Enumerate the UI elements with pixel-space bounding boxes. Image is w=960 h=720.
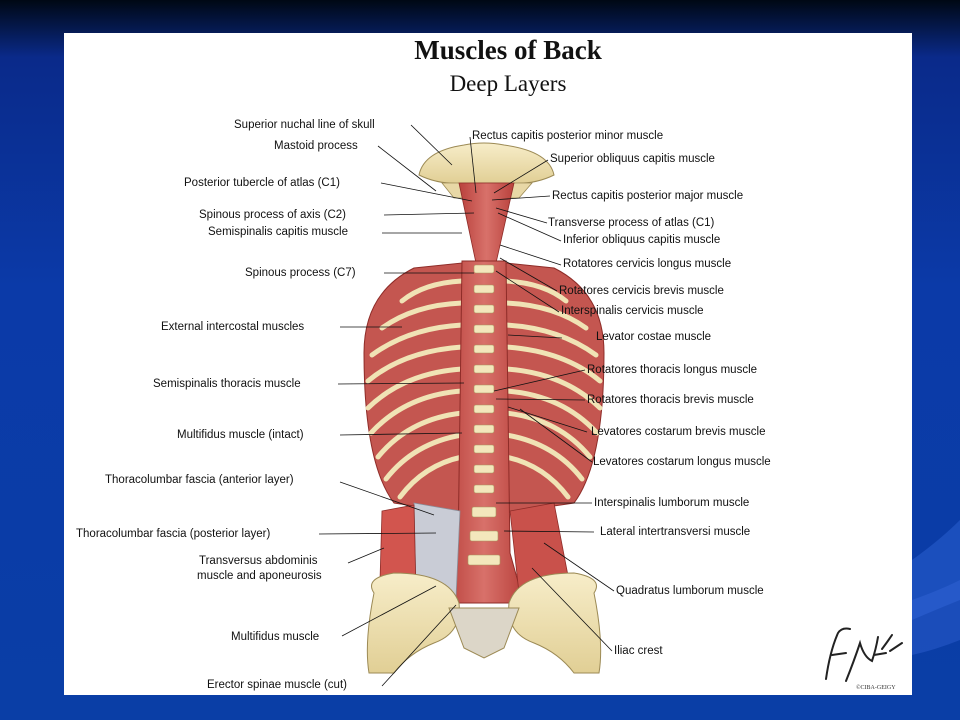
label-quadratus-lumborum: Quadratus lumborum muscle [616, 585, 764, 597]
label-levator-costae: Levator costae muscle [596, 331, 712, 343]
label-posterior-tubercle-atlas: Posterior tubercle of atlas (C1) [184, 177, 340, 189]
label-rotatores-cervicis-brevis: Rotatores cervicis brevis muscle [559, 285, 724, 297]
label-erector-spinae: Erector spinae muscle (cut) [207, 679, 347, 691]
label-interspinalis-lumborum: Interspinalis lumborum muscle [594, 497, 750, 509]
label-interspinalis-cervicis: Interspinalis cervicis muscle [561, 305, 704, 317]
label-levatores-costarum-brevis: Levatores costarum brevis muscle [591, 426, 766, 438]
label-rectus-capitis-minor: Rectus capitis posterior minor muscle [472, 130, 664, 142]
label-multifidus: Multifidus muscle [231, 631, 320, 643]
label-transversus-abdominis-line2: muscle and aponeurosis [197, 570, 322, 582]
label-semispinalis-capitis: Semispinalis capitis muscle [208, 226, 348, 238]
label-iliac-crest: Iliac crest [614, 645, 663, 657]
label-inferior-obliquus: Inferior obliquus capitis muscle [563, 234, 721, 246]
signature-copyright: ©CIBA-GEIGY [856, 684, 896, 691]
pelvis [366, 572, 602, 674]
ribcage [363, 262, 605, 514]
illustration-panel: Muscles of Back Deep Layers [64, 33, 912, 695]
netter-signature: ©CIBA-GEIGY [825, 627, 903, 691]
slide-title: Muscles of Back [414, 35, 602, 65]
neck-muscles [458, 182, 515, 264]
label-mastoid-process: Mastoid process [274, 140, 358, 152]
label-multifidus-intact: Multifidus muscle (intact) [177, 429, 304, 441]
label-spinous-process-c7: Spinous process (C7) [245, 267, 356, 279]
back-muscles-illustration [318, 124, 615, 687]
leader-lines-right [469, 136, 615, 652]
label-thoracolumbar-anterior: Thoracolumbar fascia (anterior layer) [105, 474, 294, 486]
vertebrae [467, 264, 501, 566]
label-superior-obliquus: Superior obliquus capitis muscle [550, 153, 715, 165]
label-transverse-process-atlas: Transverse process of atlas (C1) [548, 217, 715, 229]
label-external-intercostal: External intercostal muscles [161, 321, 305, 333]
label-semispinalis-thoracis: Semispinalis thoracis muscle [153, 378, 301, 390]
label-rotatores-thoracis-longus: Rotatores thoracis longus muscle [587, 364, 758, 376]
leader-lines-left [318, 124, 475, 687]
label-rotatores-thoracis-brevis: Rotatores thoracis brevis muscle [587, 394, 754, 406]
label-transversus-abdominis-line1: Transversus abdominis [199, 555, 318, 567]
slide-subtitle: Deep Layers [449, 71, 567, 96]
label-rotatores-cervicis-longus: Rotatores cervicis longus muscle [563, 258, 732, 270]
label-lateral-intertransversi: Lateral intertransversi muscle [600, 526, 751, 538]
label-thoracolumbar-posterior: Thoracolumbar fascia (posterior layer) [76, 528, 271, 540]
label-superior-nuchal-line: Superior nuchal line of skull [234, 119, 375, 131]
label-levatores-costarum-longus: Levatores costarum longus muscle [593, 456, 771, 468]
label-rectus-capitis-major: Rectus capitis posterior major muscle [552, 190, 744, 202]
label-spinous-process-axis: Spinous process of axis (C2) [199, 209, 347, 221]
